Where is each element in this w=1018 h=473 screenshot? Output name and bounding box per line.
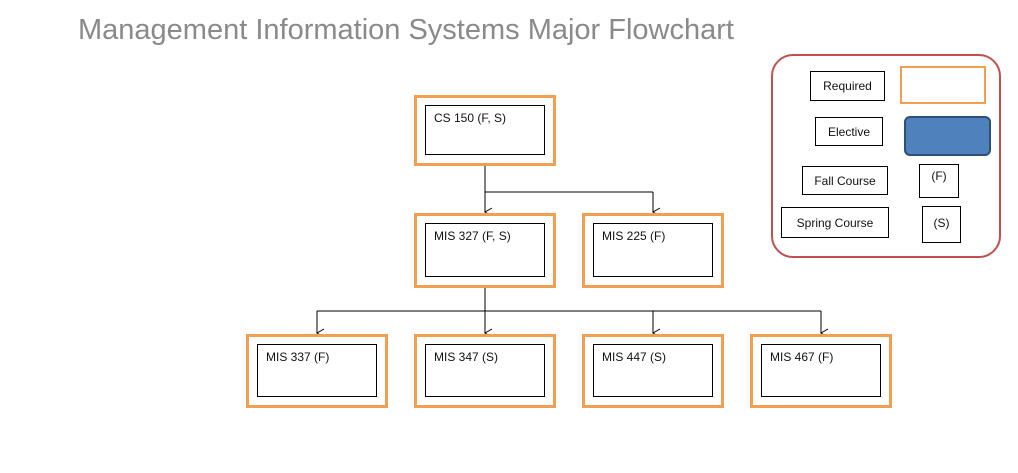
course-mis225-label: MIS 225 (F) <box>593 223 713 277</box>
legend-required-label: Required <box>810 71 885 101</box>
course-mis347-label: MIS 347 (S) <box>425 344 545 397</box>
course-cs150: CS 150 (F, S) <box>414 95 556 166</box>
course-mis225: MIS 225 (F) <box>582 213 724 288</box>
course-mis467: MIS 467 (F) <box>750 334 892 408</box>
legend: Required Elective Fall Course (F) Spring… <box>771 54 1001 258</box>
legend-spring-course-label: Spring Course <box>781 207 889 238</box>
legend-fall-course-label: Fall Course <box>802 166 888 195</box>
legend-fall-code: (F) <box>919 164 959 198</box>
course-mis327-label: MIS 327 (F, S) <box>425 223 545 277</box>
legend-spring-code: (S) <box>922 206 961 243</box>
course-mis447: MIS 447 (S) <box>582 334 724 408</box>
course-mis327: MIS 327 (F, S) <box>414 213 556 288</box>
course-mis337: MIS 337 (F) <box>246 334 388 408</box>
course-mis337-label: MIS 337 (F) <box>257 344 377 397</box>
legend-required-swatch <box>900 66 986 104</box>
course-mis347: MIS 347 (S) <box>414 334 556 408</box>
legend-elective-swatch <box>904 116 991 156</box>
course-cs150-label: CS 150 (F, S) <box>425 105 545 155</box>
course-mis467-label: MIS 467 (F) <box>761 344 881 397</box>
legend-elective-label: Elective <box>815 117 883 146</box>
page-title: Management Information Systems Major Flo… <box>78 14 734 46</box>
course-mis447-label: MIS 447 (S) <box>593 344 713 397</box>
